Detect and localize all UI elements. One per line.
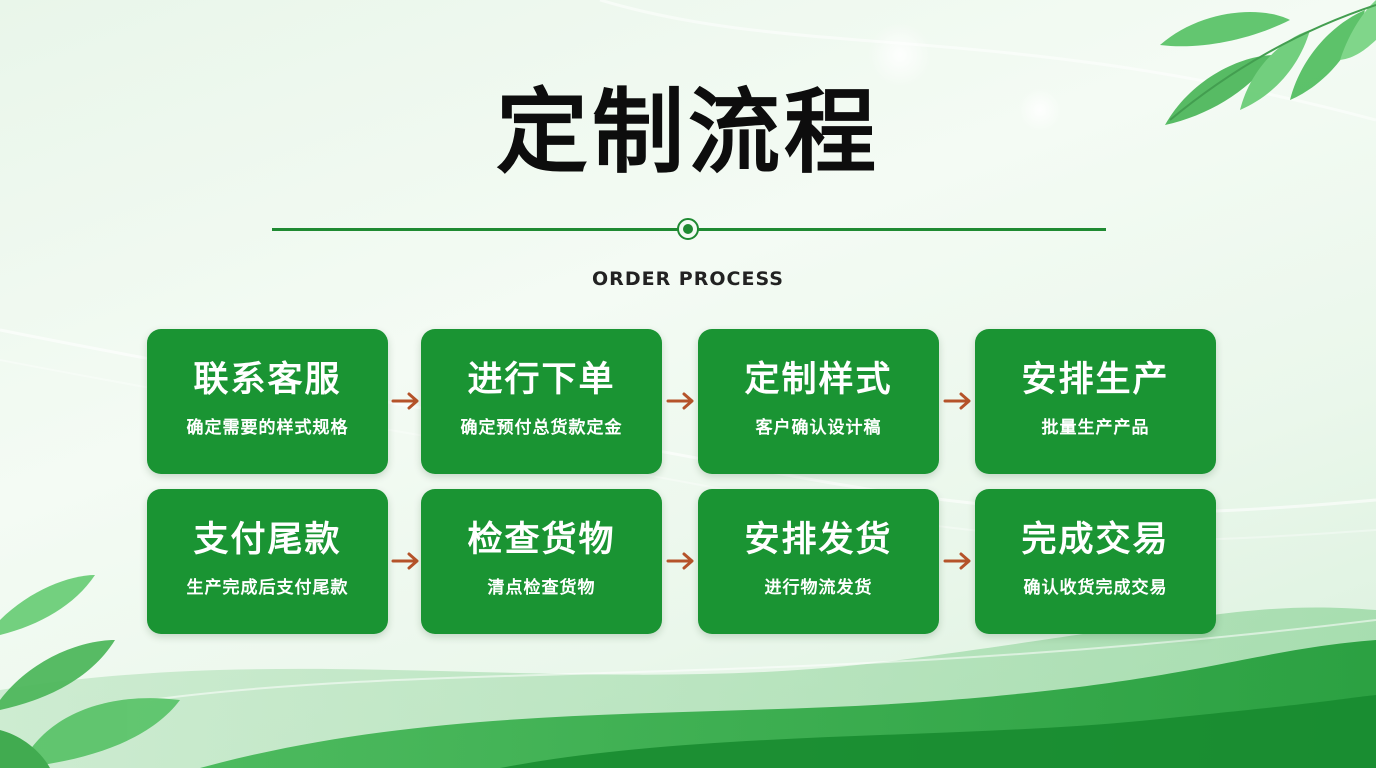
step-title: 联系客服 (193, 360, 342, 400)
step-title: 定制样式 (744, 360, 893, 400)
step-card-inspect-goods: 检查货物 清点检查货物 (421, 489, 662, 634)
step-desc: 客户确认设计稿 (755, 418, 882, 438)
step-card-arrange-shipping: 安排发货 进行物流发货 (698, 489, 939, 634)
leaf-icon (1160, 0, 1376, 125)
divider-dot (677, 218, 699, 240)
page-title: 定制流程 (495, 79, 880, 186)
step-title: 完成交易 (1021, 520, 1170, 560)
step-desc: 确定需要的样式规格 (186, 418, 349, 438)
step-card-custom-style: 定制样式 客户确认设计稿 (698, 329, 939, 474)
step-card-place-order: 进行下单 确定预付总货款定金 (421, 329, 662, 474)
step-desc: 确认收货完成交易 (1023, 578, 1168, 598)
step-title: 进行下单 (467, 360, 616, 400)
step-card-complete-transaction: 完成交易 确认收货完成交易 (975, 489, 1216, 634)
step-card-contact-service: 联系客服 确定需要的样式规格 (147, 329, 388, 474)
arrow-right-icon (666, 552, 694, 570)
arrow-right-icon (943, 552, 971, 570)
page-subtitle: ORDER PROCESS (592, 268, 784, 290)
step-title: 安排生产 (1021, 360, 1170, 400)
leaf-icon (0, 575, 180, 768)
step-card-pay-balance: 支付尾款 生产完成后支付尾款 (147, 489, 388, 634)
arrow-right-icon (943, 392, 971, 410)
step-desc: 生产完成后支付尾款 (186, 578, 349, 598)
step-desc: 进行物流发货 (764, 578, 873, 598)
step-title: 检查货物 (467, 520, 616, 560)
step-desc: 清点检查货物 (487, 578, 596, 598)
step-desc: 批量生产产品 (1041, 418, 1150, 438)
step-desc: 确定预付总货款定金 (460, 418, 623, 438)
arrow-right-icon (666, 392, 694, 410)
arrow-right-icon (391, 392, 419, 410)
step-card-arrange-production: 安排生产 批量生产产品 (975, 329, 1216, 474)
step-title: 支付尾款 (193, 520, 342, 560)
step-title: 安排发货 (744, 520, 893, 560)
arrow-right-icon (391, 552, 419, 570)
